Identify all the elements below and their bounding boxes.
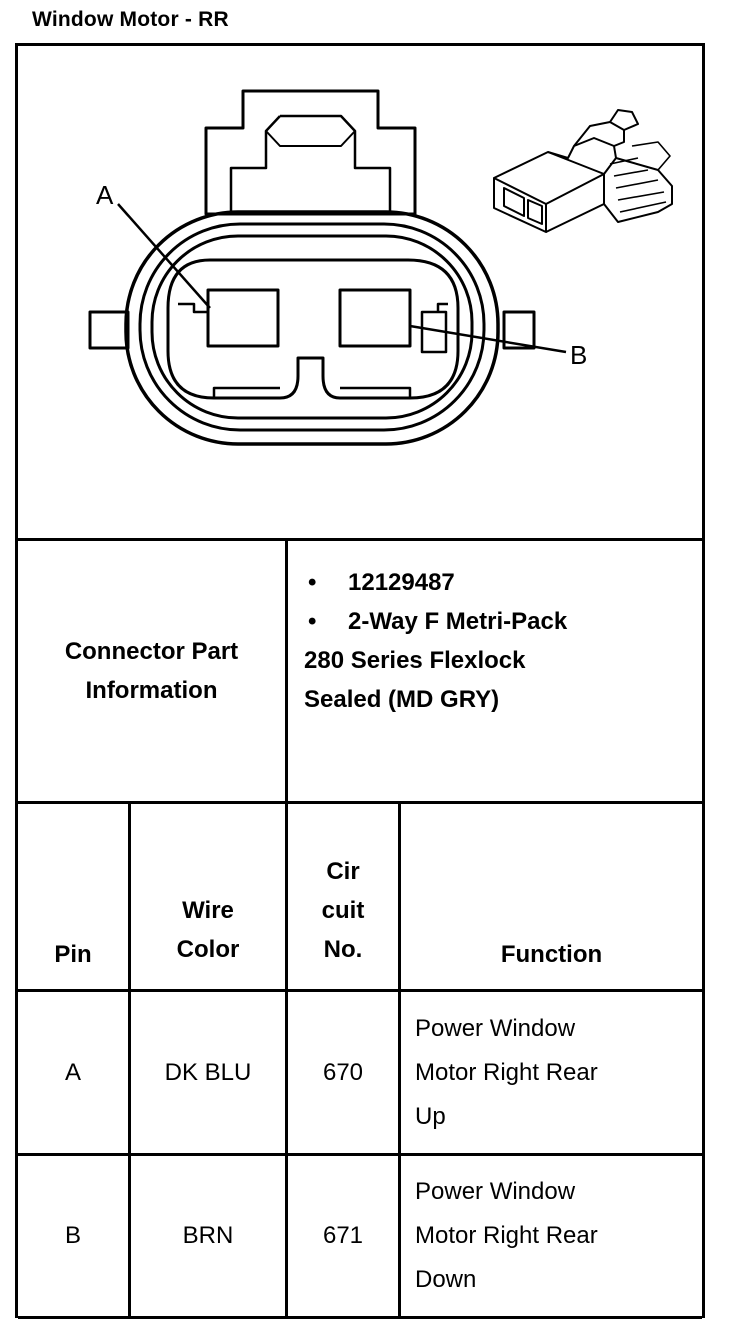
header-function: Function: [401, 804, 702, 989]
header-pin: Pin: [18, 804, 128, 989]
table-row-a-function: Power Window Motor Right Rear Up: [401, 992, 702, 1153]
divider-bottom: [18, 1316, 702, 1319]
connector-info-details: • 12129487 • 2-Way F Metri-Pack 280 Seri…: [288, 541, 702, 801]
divider-header: [18, 989, 702, 992]
right-tab: [502, 310, 536, 350]
connector-3d-icon: [493, 109, 673, 233]
table-row-a-circuit: 670: [288, 992, 398, 1153]
bullet-icon: •: [308, 569, 317, 596]
table-row-a-pin: A: [18, 992, 128, 1153]
cavity-a: [206, 288, 280, 348]
pin-label-a: A: [96, 180, 114, 210]
function-line: Power Window: [415, 1178, 576, 1205]
divider-info-col: [285, 541, 288, 801]
function-line: Motor Right Rear: [415, 1222, 598, 1249]
connector-info-header-line2: Information: [85, 677, 218, 704]
cavity-outline: [166, 258, 460, 400]
housing-outer: [124, 210, 500, 446]
wire-color-value: DK BLU: [164, 1058, 252, 1086]
cavity-b: [338, 288, 412, 348]
table-row-b-pin: B: [18, 1156, 128, 1316]
leader-line-b: [409, 324, 567, 354]
function-line: Down: [415, 1266, 477, 1293]
pin-label-b: B: [570, 340, 587, 370]
divider-col-circuit: [398, 804, 401, 1316]
header-pin-label: Pin: [54, 941, 92, 968]
housing-mid: [138, 222, 486, 432]
connector-face-drawing: A B: [88, 89, 673, 446]
header-function-label: Function: [500, 941, 603, 968]
divider-row-a: [18, 1153, 702, 1156]
left-tab: [88, 310, 130, 350]
table-row-b-function: Power Window Motor Right Rear Down: [401, 1156, 702, 1316]
page-title: Window Motor - RR: [32, 8, 229, 31]
header-wire-line2: Color: [176, 936, 240, 963]
bullet-icon: •: [308, 608, 317, 635]
connector-desc-line1: 2-Way F Metri-Pack: [348, 608, 568, 635]
connector-info-header-line1: Connector Part: [64, 638, 239, 665]
circuit-value: 670: [322, 1058, 364, 1086]
circuit-value: 671: [322, 1222, 364, 1249]
connector-table-frame: A B Connector Part Information: [15, 43, 705, 1319]
connector-info-header: Connector Part Information: [18, 541, 285, 801]
table-row-b-circuit: 671: [288, 1156, 398, 1316]
divider-info: [18, 801, 702, 804]
header-wire-line1: Wire: [182, 897, 234, 924]
header-circuit: Cir cuit No.: [288, 804, 398, 989]
connector-desc-line3: Sealed (MD GRY): [304, 686, 500, 713]
header-circuit-line2: cuit: [321, 897, 365, 924]
part-number: 12129487: [348, 569, 455, 596]
header-wire-color: Wire Color: [131, 804, 285, 989]
latch-inner: [229, 114, 392, 214]
divider-diagram: [18, 538, 702, 541]
header-circuit-line1: Cir: [326, 858, 360, 885]
table-row-b-wire-color: BRN: [131, 1156, 285, 1316]
housing-inner: [150, 234, 474, 420]
leader-line-a: [117, 203, 211, 309]
latch-outline: [204, 89, 417, 216]
connector-diagram: A B: [18, 46, 702, 538]
function-line: Power Window: [415, 1014, 576, 1042]
connector-desc-line2: 280 Series Flexlock: [304, 647, 526, 674]
header-circuit-line3: No.: [323, 936, 363, 963]
wire-color-value: BRN: [182, 1222, 234, 1249]
function-line: Up: [415, 1102, 446, 1130]
table-row-a-wire-color: DK BLU: [131, 992, 285, 1153]
pin-value: B: [64, 1222, 81, 1249]
pin-value: A: [64, 1058, 81, 1086]
divider-col-wire: [285, 804, 288, 1316]
divider-col-pin: [128, 804, 131, 1316]
function-line: Motor Right Rear: [415, 1058, 598, 1086]
